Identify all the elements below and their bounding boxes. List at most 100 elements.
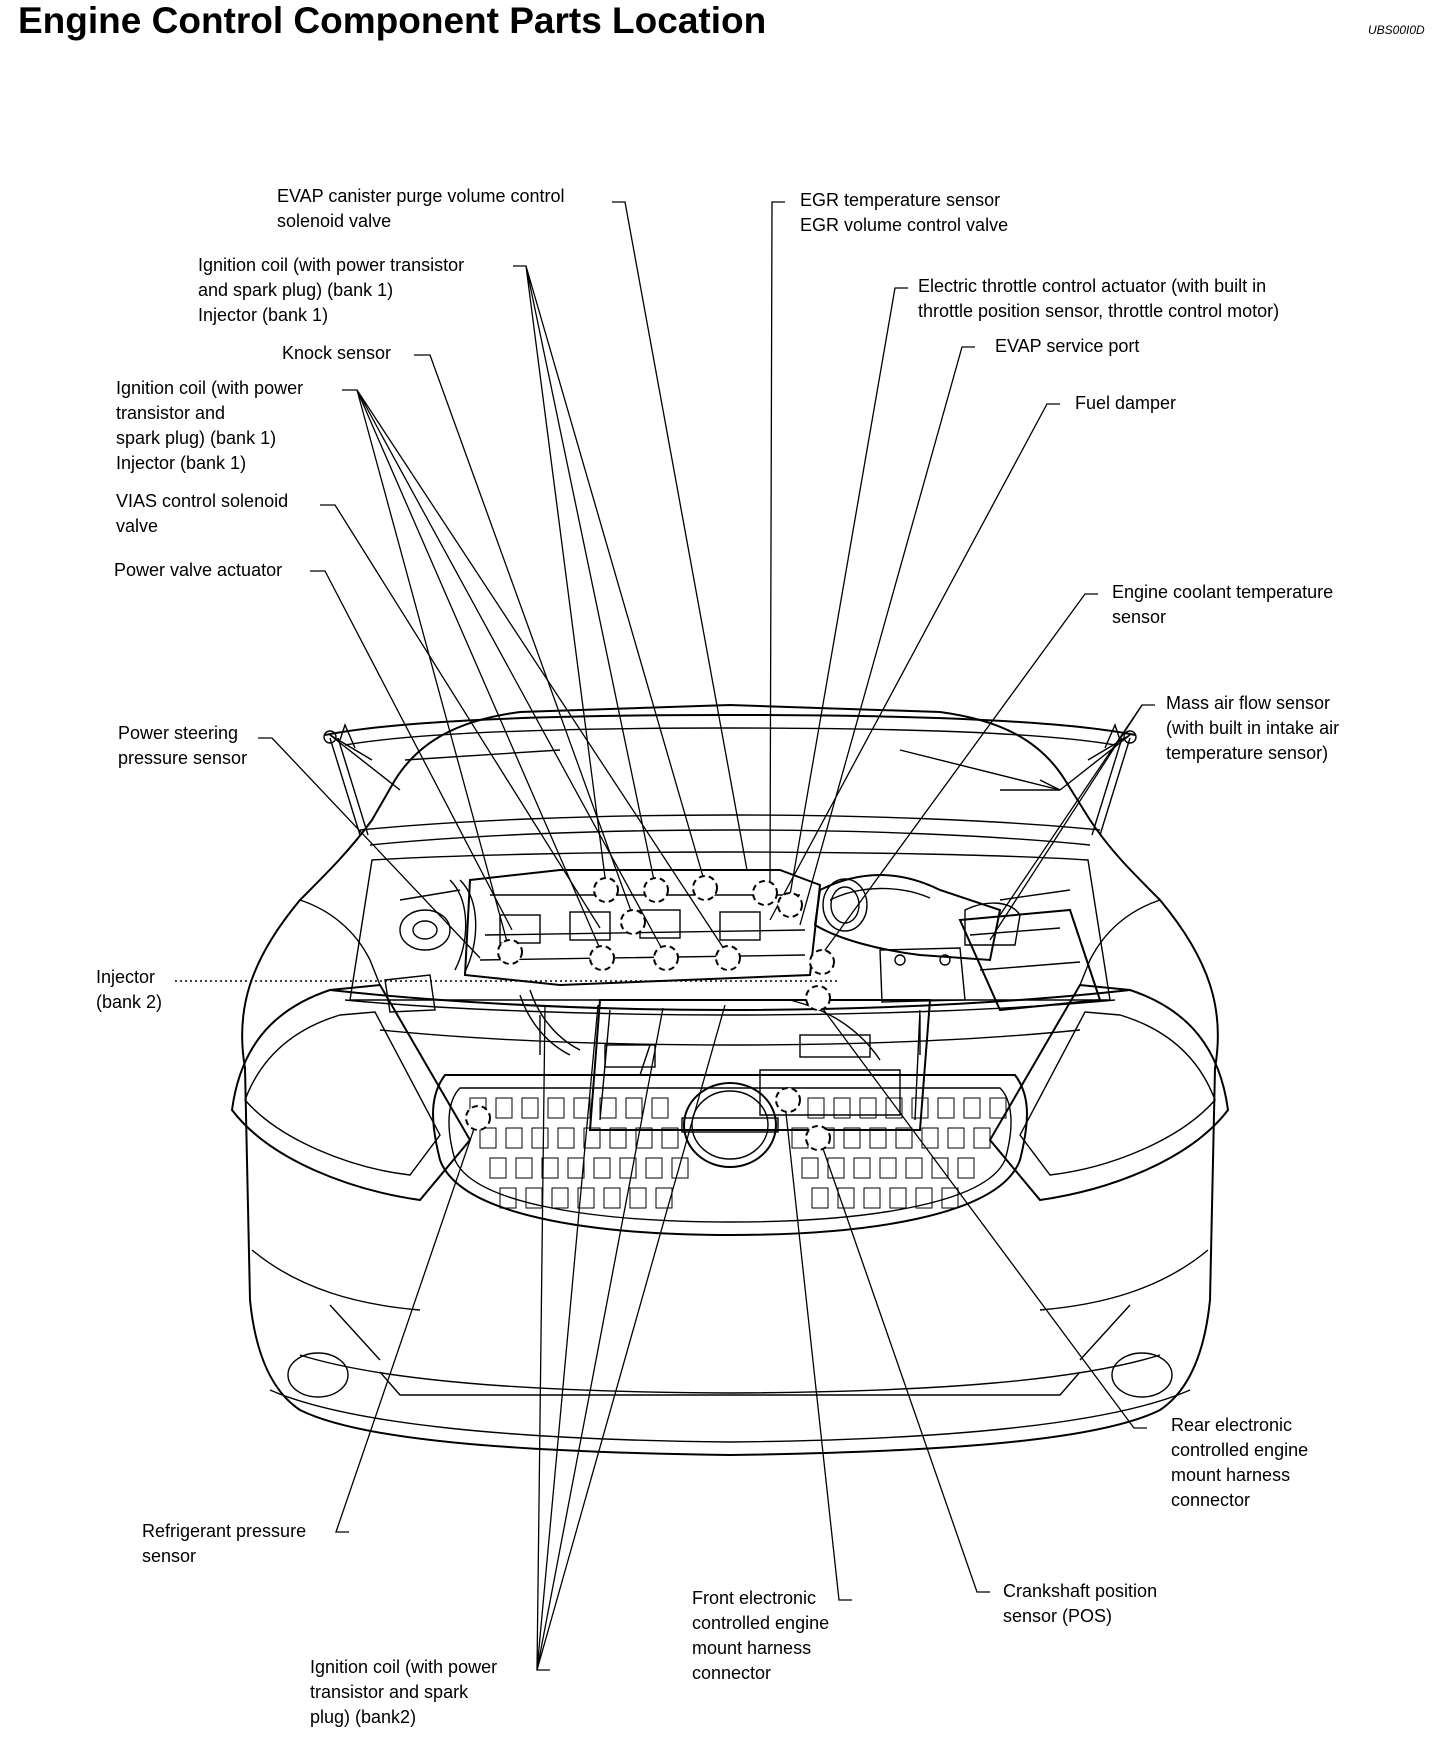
marker	[620, 909, 646, 935]
label-line: Power valve actuator	[114, 560, 283, 580]
grille-slat	[921, 1127, 939, 1149]
grille-slat	[593, 1157, 611, 1179]
grille-slat	[557, 1127, 575, 1149]
label-line: pressure sensor	[118, 748, 248, 768]
grille-slat	[547, 1097, 565, 1119]
label-line: Injector	[96, 967, 156, 987]
label-refrigerant-pressure-sensor: Refrigerant pressure sensor	[142, 1519, 306, 1569]
label-line: Crankshaft position	[1003, 1581, 1158, 1601]
label-line: spark plug) (bank 1)	[116, 428, 277, 448]
grille-slat	[505, 1127, 523, 1149]
grille	[432, 1074, 1028, 1237]
grille-slat	[885, 1097, 903, 1119]
label-evap-service-port: EVAP service port	[995, 334, 1139, 359]
grille-slat	[645, 1157, 663, 1179]
label-line: Fuel damper	[1075, 393, 1177, 413]
grille-slat	[651, 1097, 669, 1119]
marker	[497, 939, 523, 965]
label-line: Refrigerant pressure	[142, 1521, 307, 1541]
grille-slat	[963, 1097, 981, 1119]
grille-slat	[811, 1187, 829, 1209]
grille-slat	[635, 1127, 653, 1149]
grille-slat	[599, 1097, 617, 1119]
figure-code: UBS00I0D	[1368, 23, 1425, 37]
marker	[643, 877, 669, 903]
grille-slat	[479, 1127, 497, 1149]
grille-slat	[525, 1187, 543, 1209]
grille-slat	[915, 1187, 933, 1209]
grille-slat	[973, 1127, 991, 1149]
label-line: Ignition coil (with power transistor	[198, 255, 465, 275]
grille-slat	[837, 1187, 855, 1209]
grille-slat	[957, 1157, 975, 1179]
grille-slat	[889, 1187, 907, 1209]
raised-hood	[323, 713, 1137, 846]
label-egr-sensor-valve: EGR temperature sensor EGR volume contro…	[800, 188, 1008, 238]
grille-slat	[827, 1157, 845, 1179]
label-line: Injector (bank 1)	[198, 305, 329, 325]
grille-slat	[515, 1157, 533, 1179]
marker	[805, 1125, 831, 1151]
grille-slat	[859, 1097, 877, 1119]
label-line: transistor and spark	[310, 1682, 469, 1702]
label-line: Rear electronic	[1171, 1415, 1293, 1435]
label-line: EVAP canister purge volume control	[277, 186, 565, 206]
label-line: EVAP service port	[995, 336, 1140, 356]
label-line: mount harness	[1171, 1465, 1291, 1485]
grille-slat	[531, 1127, 549, 1149]
label-line: controlled engine	[692, 1613, 830, 1633]
grille-slat	[603, 1187, 621, 1209]
label-line: solenoid valve	[277, 211, 392, 231]
car-body-outline	[230, 703, 1230, 1457]
grille-slat	[911, 1097, 929, 1119]
label-line: Knock sensor	[282, 343, 392, 363]
grille-slat	[583, 1127, 601, 1149]
label-line: and spark plug) (bank 1)	[198, 280, 394, 300]
grille-slat	[895, 1127, 913, 1149]
label-line: Ignition coil (with power	[116, 378, 304, 398]
grille-slat	[619, 1157, 637, 1179]
grille-slat	[521, 1097, 539, 1119]
grille-slat	[629, 1187, 647, 1209]
label-line: transistor and	[116, 403, 226, 423]
label-ignition-coil-bank2: Ignition coil (with power transistor and…	[310, 1655, 497, 1730]
label-line: Front electronic	[692, 1588, 817, 1608]
label-line: Mass air flow sensor	[1166, 693, 1331, 713]
label-line: temperature sensor)	[1166, 743, 1329, 763]
label-line: sensor (POS)	[1003, 1606, 1113, 1626]
grille-slat	[489, 1157, 507, 1179]
marker	[752, 880, 778, 906]
label-power-valve-actuator: Power valve actuator	[114, 558, 282, 583]
label-line: Ignition coil (with power	[310, 1657, 498, 1677]
grille-slat	[541, 1157, 559, 1179]
label-line: EGR volume control valve	[800, 215, 1009, 235]
label-line: Injector (bank 1)	[116, 453, 247, 473]
grille-slat	[609, 1127, 627, 1149]
label-line: VIAS control solenoid	[116, 491, 289, 511]
grille-slat	[655, 1187, 673, 1209]
label-line: Engine coolant temperature	[1112, 582, 1334, 602]
marker	[775, 1087, 801, 1113]
grille-slat	[863, 1187, 881, 1209]
grille-slat	[625, 1097, 643, 1119]
grille-slat	[551, 1187, 569, 1209]
label-line: Power steering	[118, 723, 239, 743]
marker	[692, 875, 718, 901]
marker	[653, 945, 679, 971]
marker	[589, 945, 615, 971]
grille-slat	[671, 1157, 689, 1179]
grille-slat	[567, 1157, 585, 1179]
grille-slat	[807, 1097, 825, 1119]
page-title: Engine Control Component Parts Location	[18, 0, 767, 41]
label-mass-air-flow-sensor: Mass air flow sensor (with built in inta…	[1166, 691, 1339, 766]
label-line: throttle position sensor, throttle contr…	[918, 301, 1280, 321]
marker	[593, 877, 619, 903]
label-evap-purge-valve: EVAP canister purge volume control solen…	[277, 184, 564, 234]
label-knock-sensor: Knock sensor	[282, 341, 391, 366]
grille-slat	[843, 1127, 861, 1149]
grille-slat	[577, 1187, 595, 1209]
label-front-mount-connector: Front electronic controlled engine mount…	[692, 1586, 829, 1686]
label-line: connector	[692, 1663, 772, 1683]
marker	[805, 985, 831, 1011]
label-vias-solenoid: VIAS control solenoid valve	[116, 489, 288, 539]
